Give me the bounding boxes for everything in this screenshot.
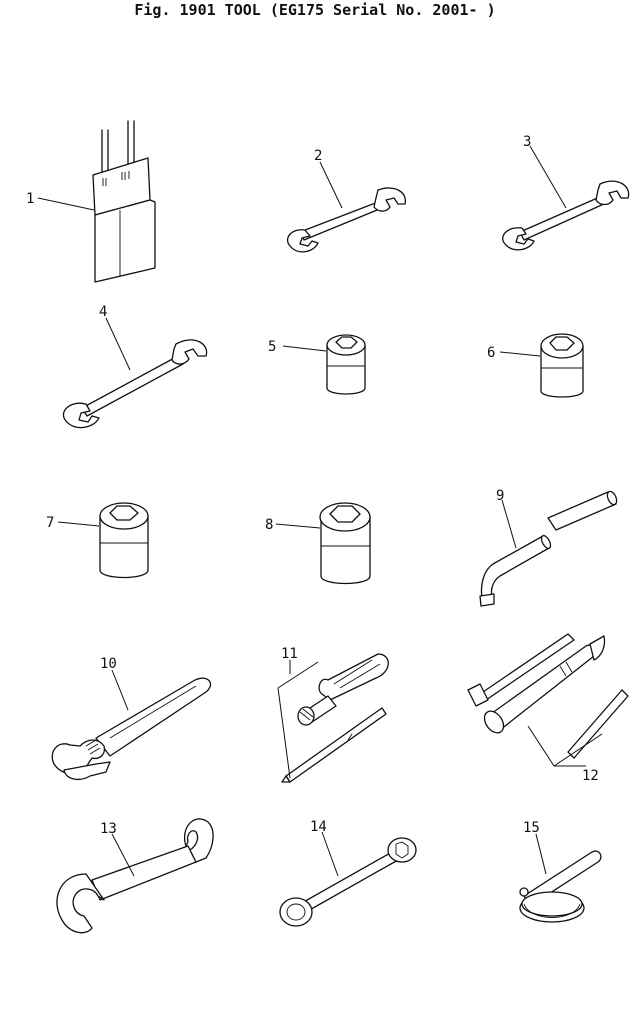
socket-icon[interactable] <box>326 334 366 395</box>
combination-wrench-icon[interactable] <box>279 837 417 927</box>
callout-label: 6 <box>487 345 495 361</box>
callout-label: 11 <box>281 646 298 662</box>
callout-label: 4 <box>99 304 107 320</box>
grease-gun-icon[interactable] <box>467 633 629 759</box>
callout-label: 15 <box>523 820 540 836</box>
callout-label: 13 <box>100 821 117 837</box>
socket-icon[interactable] <box>99 502 149 579</box>
socket-icon[interactable] <box>540 333 584 398</box>
filter-wrench-icon[interactable] <box>519 850 602 923</box>
callout-label: 1 <box>26 191 34 207</box>
socket-handle-bar-icon[interactable] <box>479 490 619 607</box>
callout-label: 14 <box>310 819 327 835</box>
callout-label: 3 <box>523 134 531 150</box>
double-open-end-wrench-icon[interactable] <box>62 339 208 429</box>
figure-title: Fig. 1901 TOOL (EG175 Serial No. 2001- ) <box>134 1 496 19</box>
socket-icon[interactable] <box>319 502 371 585</box>
callout-label: 9 <box>496 488 504 504</box>
hook-spanner-icon[interactable] <box>56 818 214 934</box>
callout-label: 2 <box>314 148 322 164</box>
tool-bag-icon[interactable] <box>92 120 156 283</box>
callout-label: 5 <box>268 339 276 355</box>
callout-label: 10 <box>100 656 117 672</box>
callout-label: 8 <box>265 517 273 533</box>
adjustable-wrench-icon[interactable] <box>51 677 211 781</box>
double-open-end-wrench-icon[interactable] <box>286 187 407 253</box>
double-open-end-wrench-icon[interactable] <box>502 180 630 251</box>
screwdriver-set-icon[interactable] <box>281 653 389 783</box>
callout-label: 7 <box>46 515 54 531</box>
callout-label: 12 <box>582 768 599 784</box>
